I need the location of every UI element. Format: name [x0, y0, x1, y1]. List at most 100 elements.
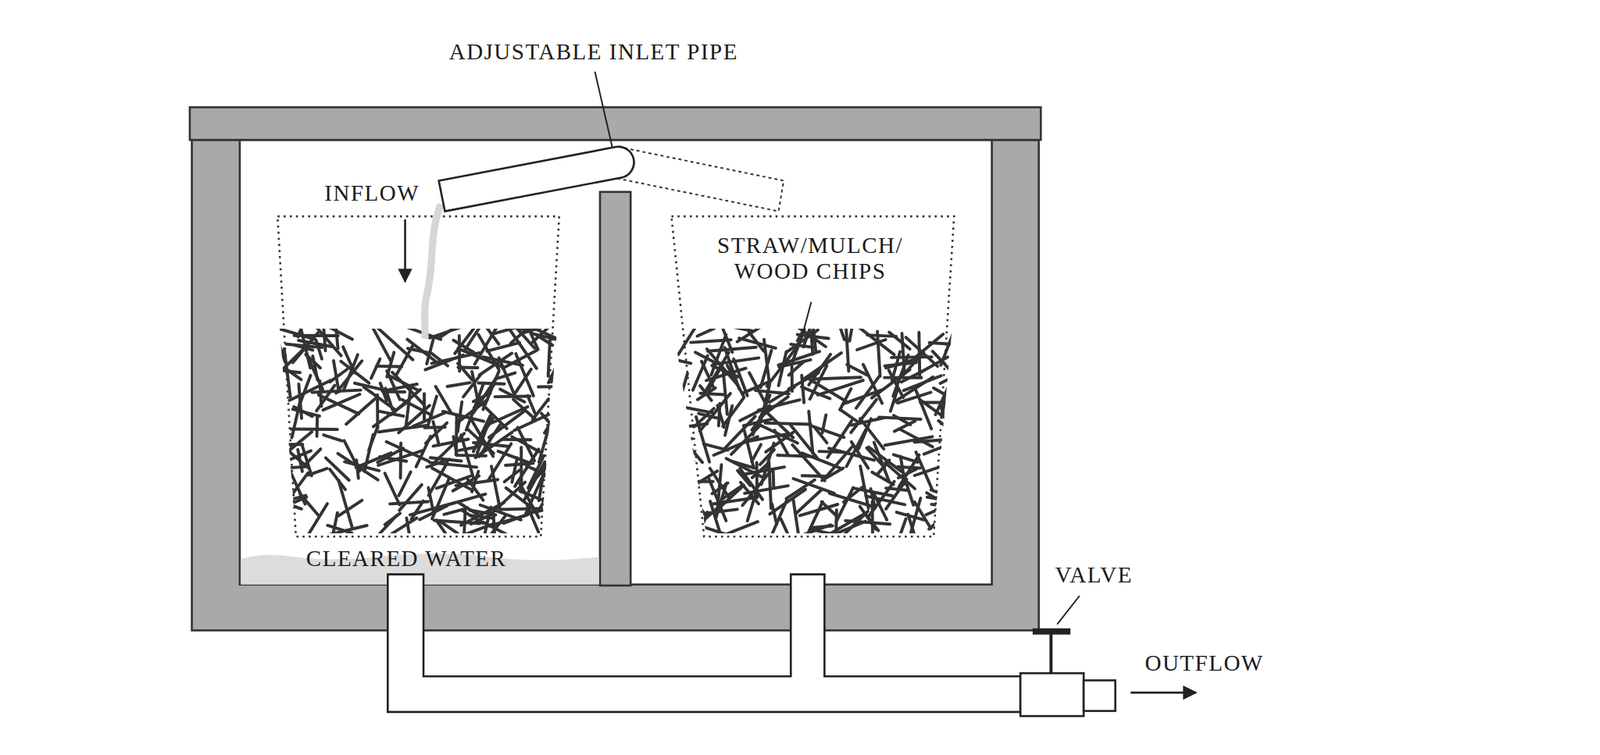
straw-strand — [407, 348, 429, 354]
straw-strand — [864, 514, 879, 531]
straw-strand — [868, 446, 902, 472]
straw-strand — [893, 454, 918, 463]
straw-strand — [915, 389, 932, 429]
straw-strand — [327, 525, 352, 534]
straw-strand — [778, 360, 811, 368]
straw-strand — [527, 396, 536, 415]
tank-lid — [189, 107, 1041, 140]
straw-strand — [457, 402, 462, 433]
straw-strand — [690, 448, 703, 463]
straw-strand — [378, 328, 413, 361]
straw-strand — [428, 396, 437, 427]
straw-strand — [942, 447, 957, 487]
straw-strand — [460, 435, 474, 479]
straw-strand — [871, 472, 893, 486]
straw-strand — [700, 393, 731, 432]
outlet-pipe — [387, 575, 1021, 713]
straw-strand — [722, 486, 742, 500]
straw-strand — [539, 421, 551, 463]
straw-strand — [843, 486, 864, 503]
straw-strand — [884, 362, 917, 366]
straw-strand — [274, 512, 290, 533]
straw-strand — [925, 496, 969, 516]
straw-strand — [659, 433, 693, 439]
filter-basket — [671, 216, 954, 537]
straw-strand — [896, 512, 925, 521]
straw-strand — [425, 355, 464, 371]
straw-strand — [377, 448, 404, 463]
straw-strand — [457, 365, 478, 369]
straw-strand — [369, 321, 392, 362]
straw-strand — [511, 457, 518, 483]
straw-strand — [739, 338, 776, 349]
straw-strand — [924, 447, 943, 455]
straw-strand — [291, 428, 338, 432]
straw-strand — [489, 515, 528, 527]
straw-strand — [511, 323, 535, 349]
straw-strand — [280, 467, 305, 469]
straw-strand — [825, 445, 854, 478]
valve-handle — [1032, 628, 1071, 636]
straw-strand — [277, 497, 308, 511]
straw-strand — [328, 525, 368, 536]
straw-strand — [695, 352, 717, 364]
straw-strand — [442, 494, 486, 508]
straw-strand — [940, 373, 961, 384]
straw-strand — [900, 429, 933, 447]
part-label: ADJUSTABLE INLET PIPE — [449, 39, 739, 65]
straw-strand — [742, 469, 772, 506]
inlet-pipe — [439, 146, 635, 212]
straw-strand — [298, 384, 302, 419]
part-label: VALVE — [1055, 562, 1133, 589]
straw-strand — [489, 411, 525, 439]
straw-strand — [771, 503, 777, 525]
straw-strand — [810, 379, 849, 403]
straw-strand — [679, 485, 700, 500]
straw-strand — [284, 349, 291, 398]
straw-strand — [473, 415, 491, 452]
straw-strand — [435, 386, 452, 413]
straw-strand — [335, 360, 362, 393]
straw-strand — [471, 371, 478, 400]
filter-basket — [277, 216, 559, 537]
straw-strand — [429, 325, 465, 339]
straw-strand — [740, 482, 759, 504]
straw-strand — [760, 450, 775, 465]
straw-strand — [893, 519, 907, 554]
straw-strand — [929, 342, 961, 345]
straw-strand — [715, 521, 758, 539]
straw-strand — [873, 493, 887, 521]
straw-strand — [290, 450, 311, 460]
inflow-arrow — [403, 219, 407, 283]
straw-fill — [265, 313, 567, 554]
straw-strand — [857, 326, 895, 355]
straw-strand — [727, 365, 744, 397]
leader-line — [594, 71, 612, 148]
straw-strand — [834, 310, 845, 340]
flow-label: OUTFLOW — [1144, 650, 1264, 677]
straw-strand — [901, 371, 924, 383]
straw-strand — [789, 361, 805, 376]
straw-strand — [914, 439, 961, 443]
flow-label: INFLOW — [324, 180, 420, 207]
straw-strand — [803, 502, 823, 543]
straw-strand — [751, 444, 761, 462]
straw-strand — [453, 340, 474, 354]
straw-strand — [697, 388, 716, 400]
straw-strand — [789, 372, 819, 390]
straw-strand — [306, 503, 328, 539]
straw-strand — [944, 450, 950, 484]
straw-strand — [870, 489, 875, 508]
straw-strand — [674, 443, 694, 461]
straw-strand — [718, 403, 721, 426]
straw-strand — [675, 373, 688, 416]
straw-strand — [371, 359, 380, 379]
straw-strand — [292, 400, 301, 438]
straw-strand — [454, 314, 484, 354]
straw-strand — [385, 390, 405, 394]
straw-strand — [814, 377, 861, 379]
straw-strand — [858, 418, 872, 449]
straw-fill — [659, 309, 969, 558]
straw-strand — [744, 485, 789, 494]
straw-strand — [743, 418, 774, 426]
